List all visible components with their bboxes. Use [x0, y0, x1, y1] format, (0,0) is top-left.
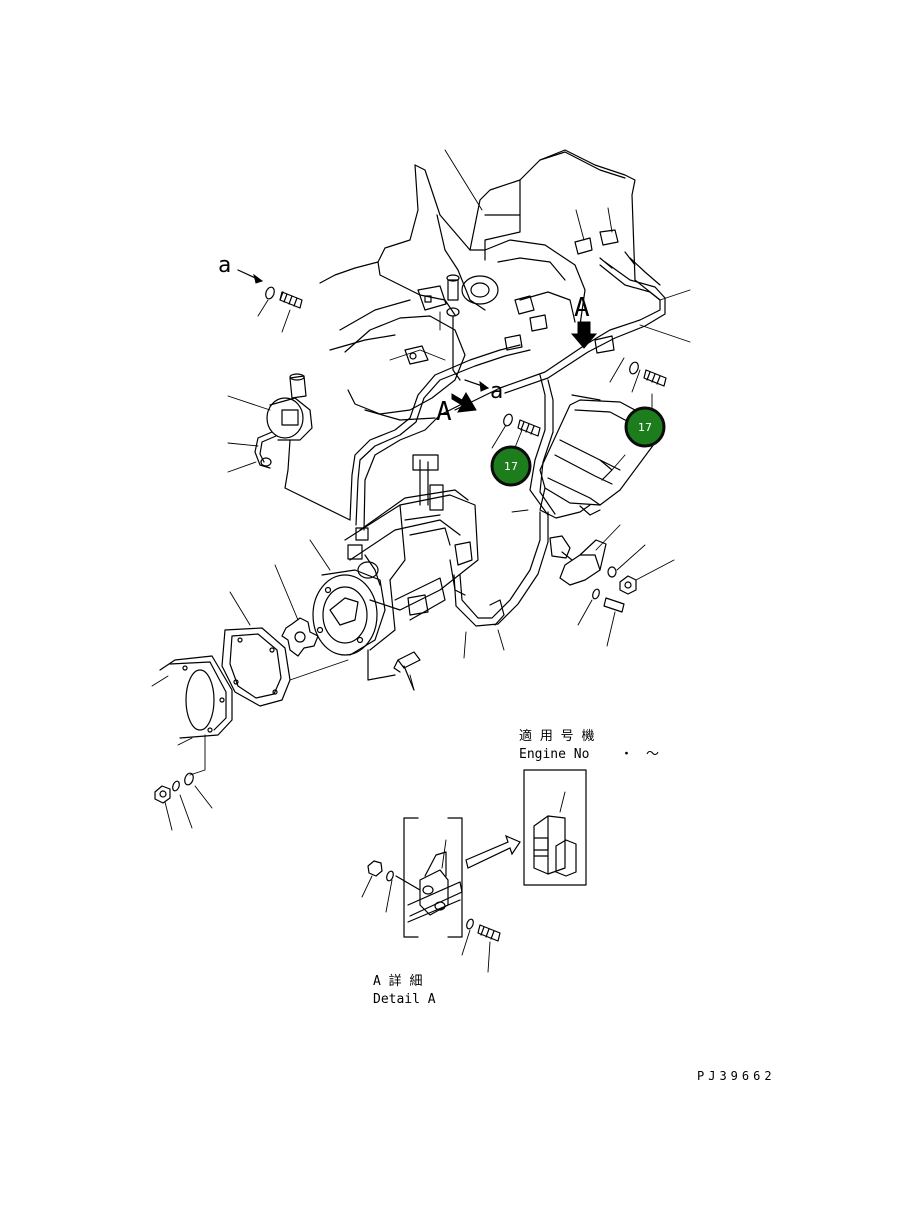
lower-bracket: [559, 524, 675, 647]
lower-lines: [453, 509, 573, 659]
coupling: [274, 564, 319, 657]
fuel-lines: [349, 251, 666, 531]
top-bolt: [446, 274, 461, 381]
view-label-a-mid: a: [490, 379, 503, 404]
view-label-a-upper: a: [218, 253, 231, 278]
applicable-range-tilde: ～: [646, 747, 659, 762]
applicable-range-sep: ・: [620, 747, 633, 762]
drawing-id: PJ39662: [697, 1069, 776, 1083]
applicable-title-en: Engine No: [519, 747, 589, 762]
callout-label: 17: [504, 460, 518, 473]
upper-bolt-assembly: [237, 269, 303, 333]
callout-badge-17-left: 17: [490, 445, 532, 487]
pump-bolt: [393, 651, 421, 691]
detail-title-jp: A 詳 細: [373, 973, 422, 989]
applicable-detail-box: [523, 769, 587, 886]
leader-lines: [439, 149, 691, 343]
housing: [151, 655, 233, 776]
callout-label: 17: [638, 421, 652, 434]
view-arrow-a-diag: [451, 392, 477, 413]
view-label-A-top: A: [574, 293, 590, 323]
view-arrows: [451, 321, 598, 413]
detail-title-en: Detail A: [373, 992, 436, 1007]
top-fittings: [504, 207, 619, 354]
engine-block: [319, 149, 661, 421]
injection-pump: [309, 489, 479, 681]
gasket: [221, 591, 349, 707]
lower-left-hardware: [154, 772, 213, 831]
detail-direction-arrow: [465, 834, 521, 869]
view-arrow-a-down: [570, 321, 598, 349]
callout-badge-17-right: 17: [624, 406, 666, 448]
detail-a-box: [361, 817, 521, 973]
applicable-title-jp: 適 用 号 機: [519, 728, 594, 744]
priming-pump: [227, 373, 351, 521]
view-label-A-left: A: [436, 397, 452, 427]
